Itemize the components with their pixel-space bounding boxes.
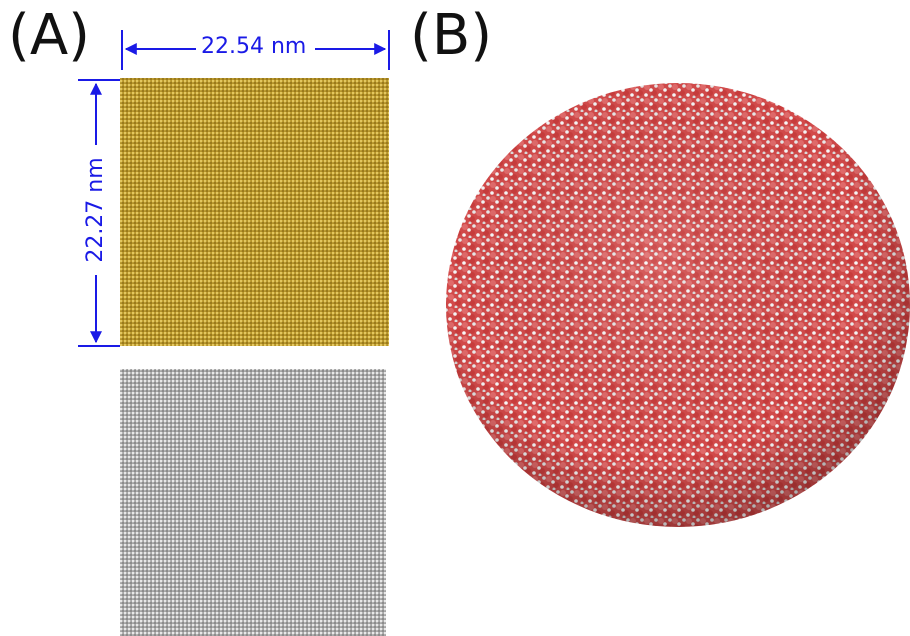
panel-a-label: (A) [8,3,91,68]
gold-slab [120,78,389,346]
water-droplet-shading [446,83,910,527]
panel-b-label: (B) [410,3,493,68]
height-dimension-label: 22.27 nm [83,154,108,266]
width-dimension-label: 22.54 nm [198,36,310,58]
silver-slab [120,369,386,636]
